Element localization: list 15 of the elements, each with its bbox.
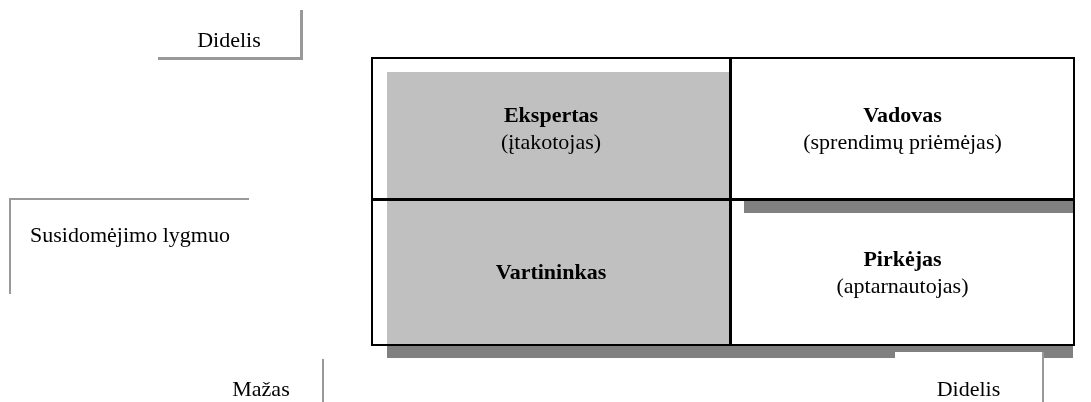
role-title: Ekspertas: [503, 102, 599, 129]
axis-label: Didelis: [935, 375, 1002, 402]
role-title: Vadovas: [863, 102, 942, 129]
quadrant-cell: [371, 57, 731, 200]
axis-label: Susidomėjimo lygmuo: [29, 221, 231, 249]
quadrant-cell: [371, 199, 731, 346]
role-subtitle: (aptarnautojas): [836, 272, 969, 299]
axis-label: Mažas: [231, 375, 291, 402]
quadrant-cell: [730, 57, 1075, 200]
role-subtitle: (įtakotojas): [500, 128, 602, 155]
axis-label: Didelis: [196, 26, 262, 53]
quadrant-cell: [730, 199, 1075, 346]
role-title: Pirkėjas: [863, 246, 942, 273]
role-subtitle: (sprendimų priėmėjas): [803, 128, 1002, 155]
role-title: Vartininkas: [495, 259, 607, 286]
